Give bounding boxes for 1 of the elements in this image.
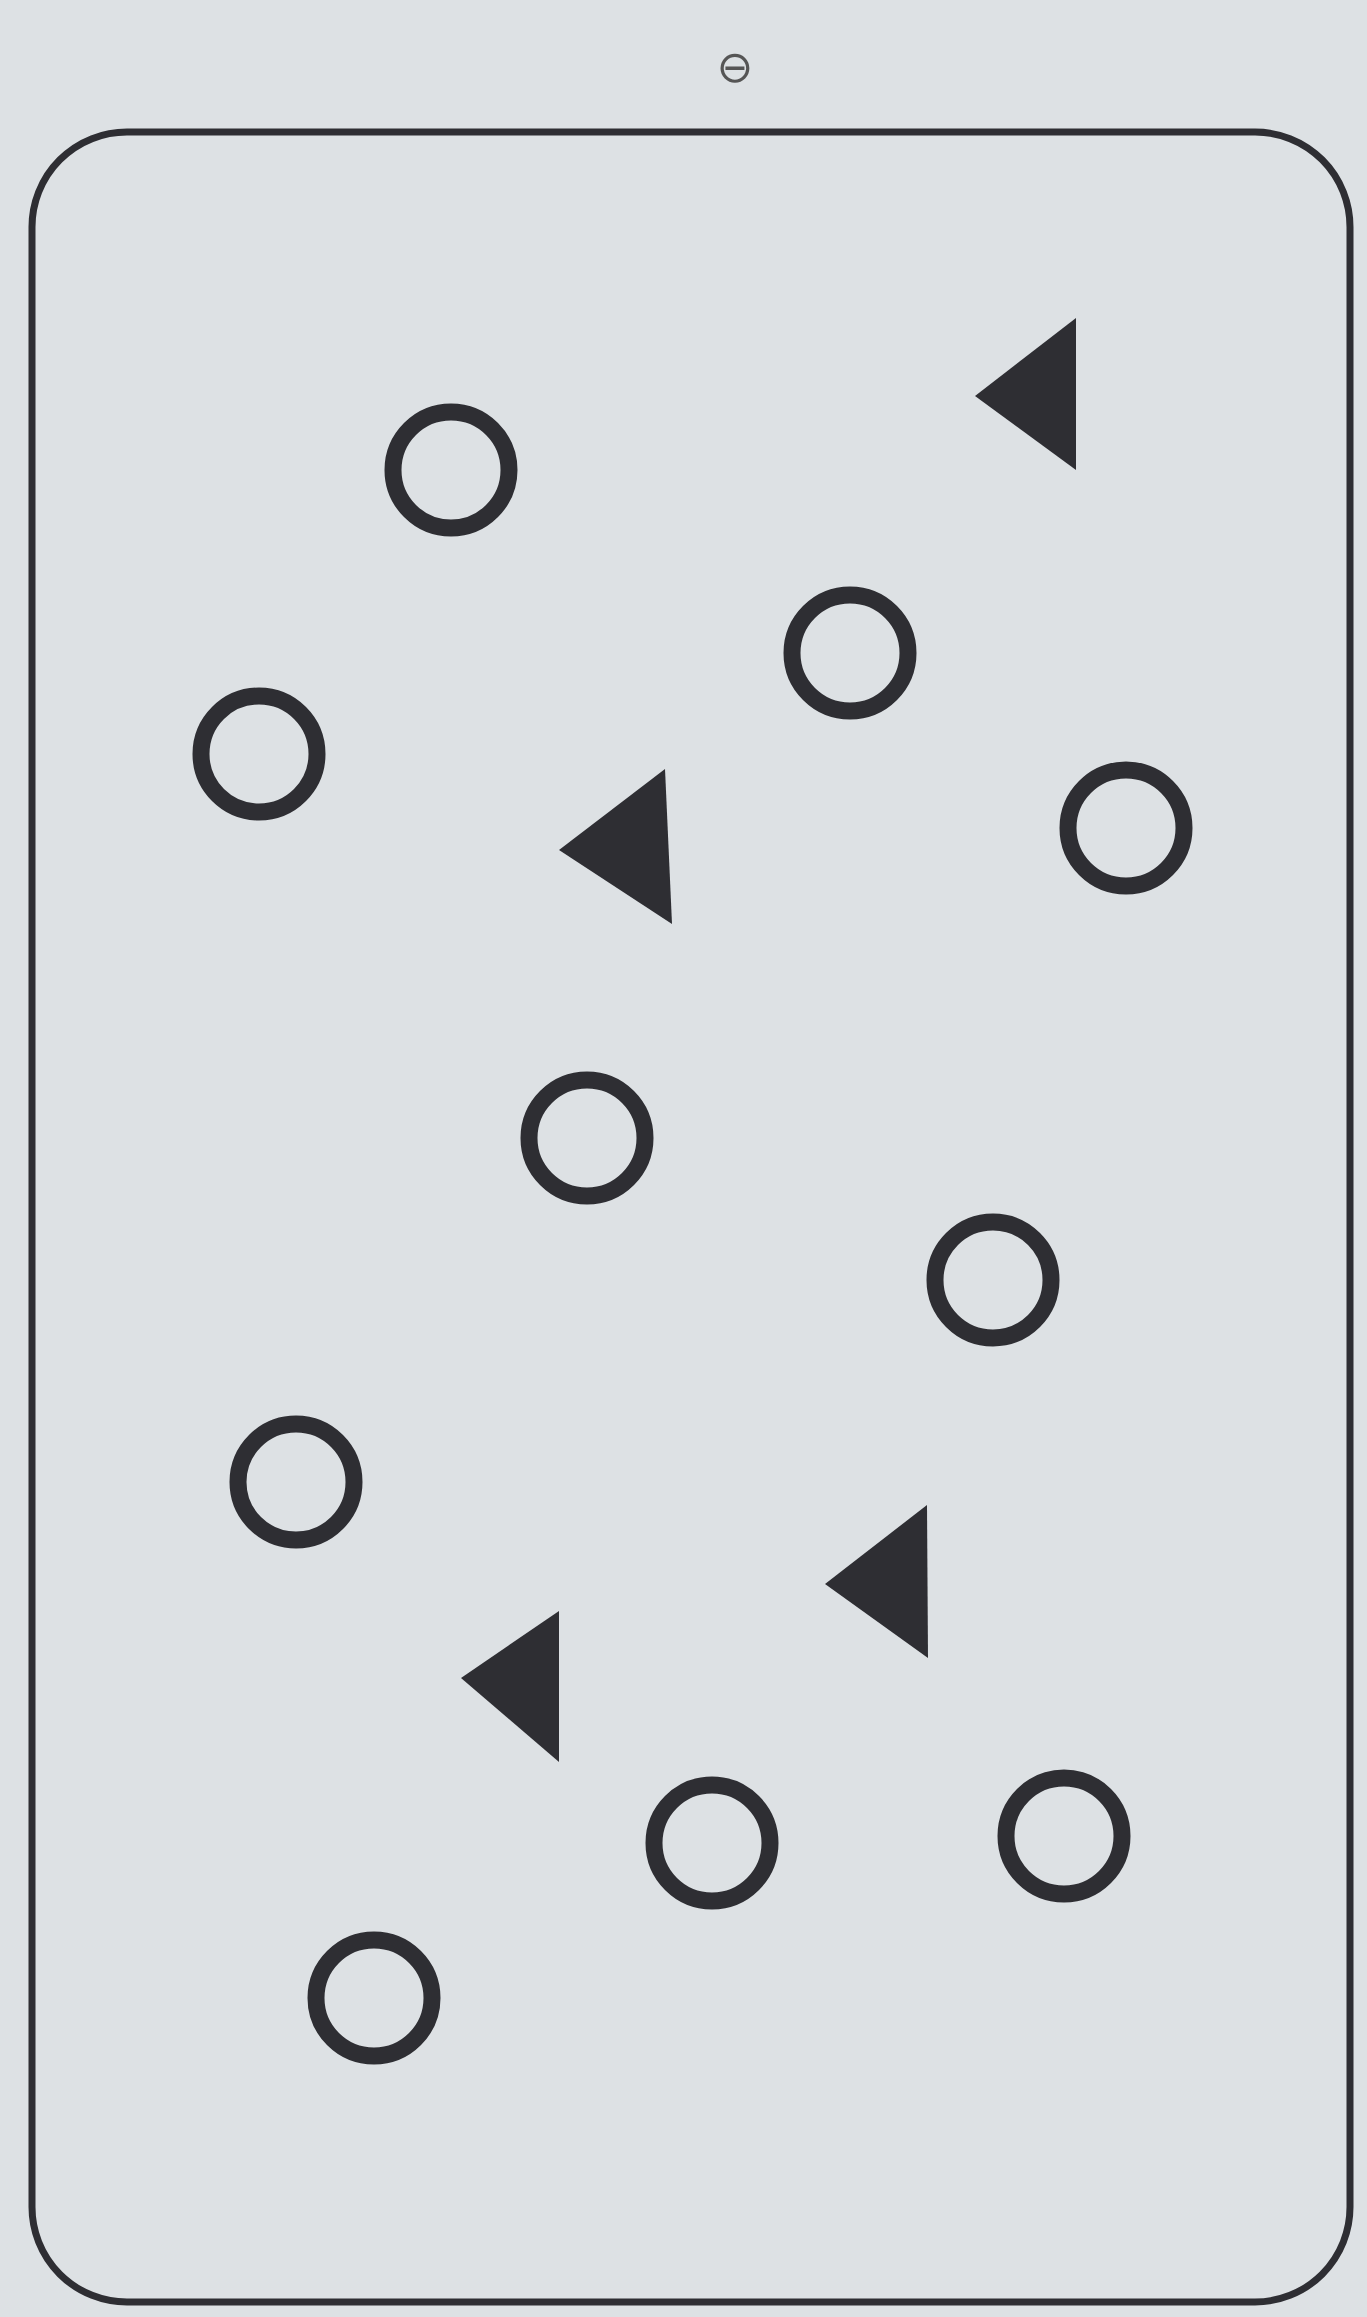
charge-label: ⊖ <box>716 45 754 89</box>
